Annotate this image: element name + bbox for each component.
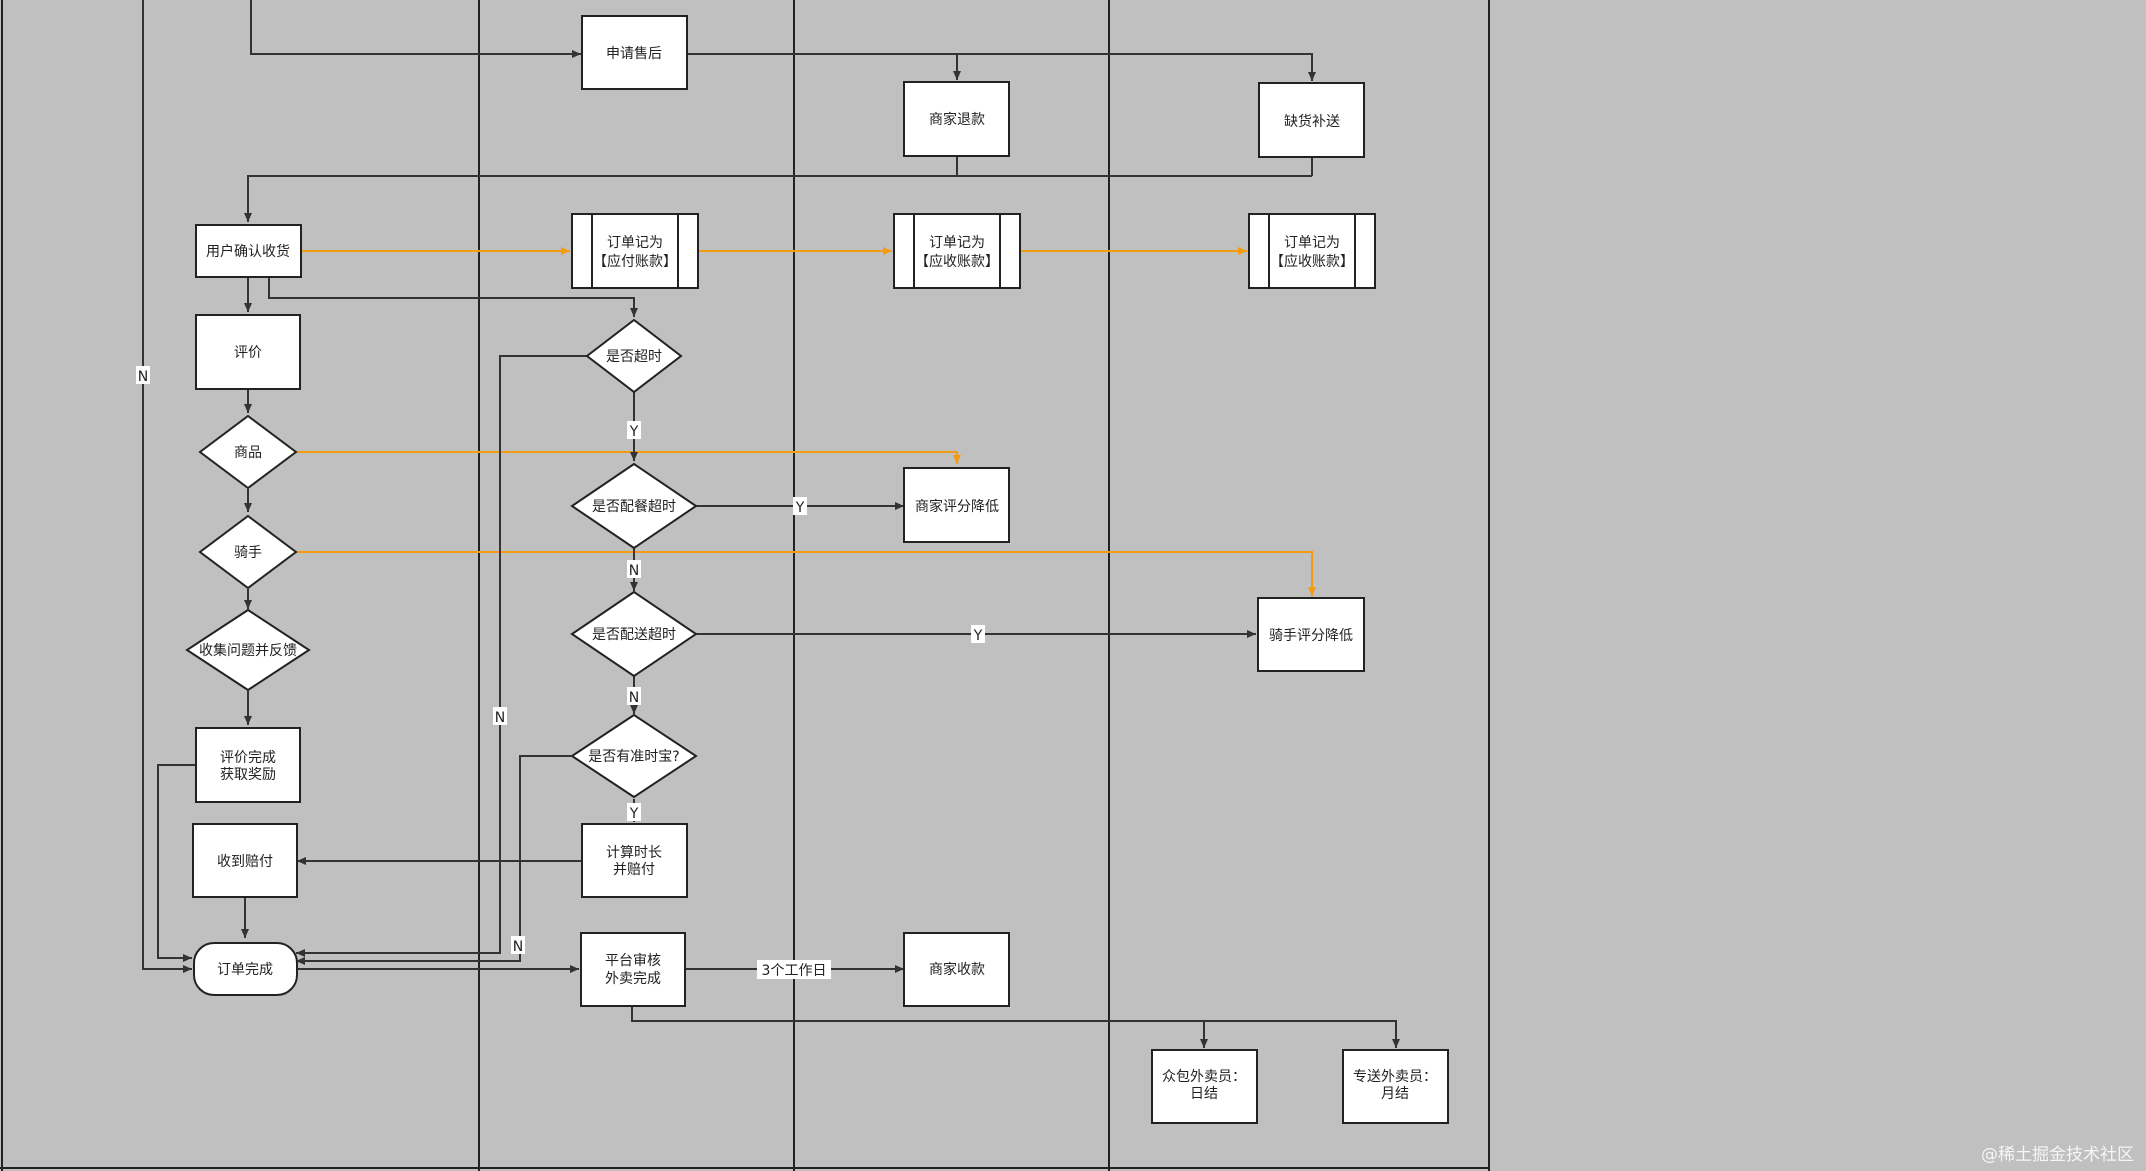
node-review-done: 评价完成 获取奖励 xyxy=(195,727,301,803)
node-apply-aftersale: 申请售后 xyxy=(581,15,688,90)
svg-text:计算时长: 计算时长 xyxy=(606,845,662,861)
svg-text:众包外卖员：: 众包外卖员： xyxy=(1162,1069,1246,1085)
node-meal-prep-timeout: 是否配餐超时 xyxy=(570,462,698,550)
node-collect-feedback: 收集问题并反馈 xyxy=(185,608,311,692)
edge-label-n-left: N xyxy=(136,366,150,385)
svg-text:月结: 月结 xyxy=(1381,1086,1409,1102)
node-crowd-rider: 众包外卖员： 日结 xyxy=(1151,1049,1258,1124)
node-rider: 骑手 xyxy=(198,514,298,590)
node-has-ontime-insurance: 是否有准时宝? xyxy=(570,713,698,799)
svg-text:商家评分降低: 商家评分降低 xyxy=(915,498,999,515)
edge-label-n-meal: N xyxy=(627,560,641,579)
orange-flows xyxy=(296,247,1316,596)
svg-text:评价完成: 评价完成 xyxy=(220,750,276,766)
svg-text:是否有准时宝?: 是否有准时宝? xyxy=(588,749,679,765)
svg-text:日结: 日结 xyxy=(1190,1086,1218,1102)
node-order-receivable-b: 订单记为 【应收账款】 xyxy=(1248,213,1376,289)
svg-text:骑手评分降低: 骑手评分降低 xyxy=(1269,628,1353,644)
node-merchant-refund: 商家退款 xyxy=(903,81,1010,157)
svg-text:【应付账款】: 【应付账款】 xyxy=(593,253,677,270)
svg-text:3个工作日: 3个工作日 xyxy=(762,963,827,979)
svg-text:N: N xyxy=(629,690,639,706)
node-dedicated-rider: 专送外卖员： 月结 xyxy=(1342,1049,1449,1124)
edge-label-y-timeout: Y xyxy=(627,421,641,440)
node-merchant-collect: 商家收款 xyxy=(903,932,1010,1007)
node-is-timeout: 是否超时 xyxy=(585,318,683,394)
node-goods: 商品 xyxy=(198,414,298,490)
svg-text:用户确认收货: 用户确认收货 xyxy=(206,243,290,260)
node-receive-compensation: 收到赔付 xyxy=(192,823,298,898)
node-user-confirm-receipt: 用户确认收货 xyxy=(195,224,302,278)
svg-text:Y: Y xyxy=(629,806,639,822)
svg-text:N: N xyxy=(513,939,523,955)
svg-text:Y: Y xyxy=(795,500,805,516)
edge-label-y-meal: Y xyxy=(793,497,807,516)
svg-text:是否配送超时: 是否配送超时 xyxy=(592,627,676,643)
svg-text:获取奖励: 获取奖励 xyxy=(220,766,276,783)
svg-text:N: N xyxy=(138,369,148,385)
nodes: 申请售后 商家退款 缺货补送 用户确认收货 订单记为 【应付账款】 订单记为 【 xyxy=(185,15,1449,1124)
svg-text:N: N xyxy=(629,563,639,579)
svg-text:商家收款: 商家收款 xyxy=(929,961,985,978)
svg-text:骑手: 骑手 xyxy=(234,545,262,561)
node-delivery-timeout: 是否配送超时 xyxy=(570,590,698,678)
node-merchant-score-down: 商家评分降低 xyxy=(903,467,1010,543)
node-order-payable: 订单记为 【应付账款】 xyxy=(571,213,699,289)
black-flows xyxy=(142,0,1400,1048)
svg-text:商品: 商品 xyxy=(234,445,262,461)
svg-text:评价: 评价 xyxy=(234,345,262,361)
svg-text:N: N xyxy=(495,710,505,726)
swimlane-lines xyxy=(0,0,1490,1171)
svg-text:专送外卖员：: 专送外卖员： xyxy=(1353,1069,1437,1085)
edge-labels: N Y Y N Y N N Y N 3个工作日 xyxy=(136,366,985,979)
svg-text:订单记为: 订单记为 xyxy=(929,235,985,251)
edge-label-three-days: 3个工作日 xyxy=(757,960,831,979)
svg-text:缺货补送: 缺货补送 xyxy=(1284,113,1340,130)
svg-text:收集问题并反馈: 收集问题并反馈 xyxy=(199,642,297,659)
node-platform-review: 平台审核 外卖完成 xyxy=(580,932,686,1007)
edge-label-n-timeout: N xyxy=(493,707,507,726)
edge-label-y-delivery: Y xyxy=(971,625,985,644)
svg-text:订单完成: 订单完成 xyxy=(217,962,273,978)
svg-text:商家退款: 商家退款 xyxy=(929,111,985,128)
svg-text:Y: Y xyxy=(973,628,983,644)
svg-text:外卖完成: 外卖完成 xyxy=(605,971,661,987)
node-shortage-resend: 缺货补送 xyxy=(1258,82,1365,158)
svg-text:是否超时: 是否超时 xyxy=(606,349,662,365)
edge-label-n-delivery: N xyxy=(627,687,641,706)
svg-text:【应收账款】: 【应收账款】 xyxy=(915,253,999,270)
node-calc-time: 计算时长 并赔付 xyxy=(581,823,688,898)
svg-text:收到赔付: 收到赔付 xyxy=(217,854,273,870)
node-rider-score-down: 骑手评分降低 xyxy=(1257,597,1365,672)
node-review: 评价 xyxy=(195,314,301,390)
svg-text:平台审核: 平台审核 xyxy=(605,953,661,969)
edge-label-n-insurance: N xyxy=(511,936,525,955)
node-order-complete: 订单完成 xyxy=(193,942,298,996)
watermark: @稀土掘金技术社区 xyxy=(1981,1145,2134,1165)
node-order-receivable-a: 订单记为 【应收账款】 xyxy=(893,213,1021,289)
svg-text:申请售后: 申请售后 xyxy=(606,46,662,62)
svg-text:订单记为: 订单记为 xyxy=(607,235,663,251)
svg-text:订单记为: 订单记为 xyxy=(1284,235,1340,251)
svg-text:并赔付: 并赔付 xyxy=(613,862,655,878)
svg-text:Y: Y xyxy=(629,424,639,440)
svg-text:【应收账款】: 【应收账款】 xyxy=(1270,253,1354,270)
edge-label-y-insurance: Y xyxy=(627,803,641,822)
svg-text:是否配餐超时: 是否配餐超时 xyxy=(592,499,676,515)
